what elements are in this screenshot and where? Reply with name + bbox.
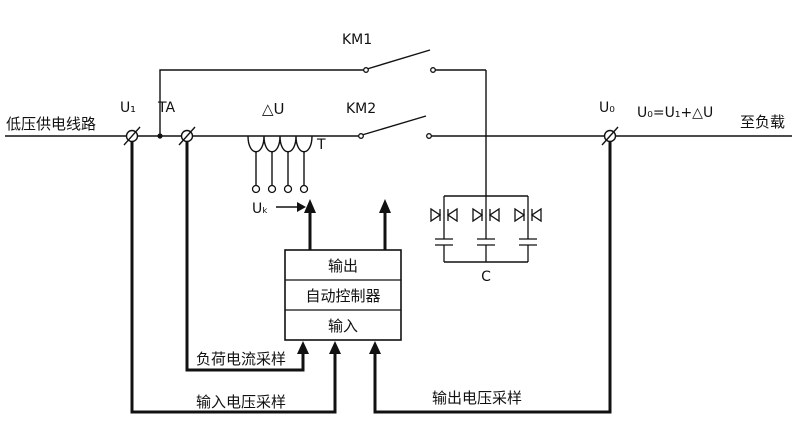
u1-label: U₁ <box>120 100 136 116</box>
capacitor-c-label: C <box>481 269 491 285</box>
u0-label: U₀ <box>599 100 615 116</box>
input-voltage-sampling-label: 输入电压采样 <box>196 393 286 411</box>
km1-label: KM1 <box>342 32 372 48</box>
controller-outline <box>284 249 402 341</box>
thyristor-branch-1 <box>430 196 458 262</box>
u0-measure-point-icon <box>601 126 619 146</box>
measurement-points <box>123 126 619 146</box>
tap-terminal <box>251 184 261 194</box>
equation-label: U₀=U₁+△U <box>637 105 713 121</box>
contacts-and-taps <box>251 67 436 194</box>
control-up-arrow-icon <box>379 199 391 213</box>
ta-label: TA <box>157 100 175 116</box>
thin-wires <box>5 49 792 263</box>
delta-u-label: △U <box>262 100 285 118</box>
ta-current-transformer-icon <box>178 126 196 146</box>
arrowheads <box>297 199 391 354</box>
thyristor-branch-2 <box>472 196 500 262</box>
uk-label: Uₖ <box>252 201 268 217</box>
controller-input-row-label: 输入 <box>328 317 358 335</box>
uk-pointer-arrow-icon <box>297 202 306 212</box>
output-voltage-sampling-wire <box>373 141 612 414</box>
thyristor-left-icon <box>514 207 526 223</box>
u1-measure-point-icon <box>123 126 141 146</box>
junction-dot <box>157 133 163 139</box>
transformer-t-label: T <box>316 137 326 153</box>
thyristor-right-icon <box>530 207 542 223</box>
load-current-sampling-wire <box>185 141 305 372</box>
current-input-arrow-icon <box>297 341 309 354</box>
thyristor-right-icon <box>488 207 500 223</box>
input-voltage-sampling-wire <box>130 141 337 414</box>
bypass-branch-wire <box>159 69 365 136</box>
to-load-label: 至负载 <box>740 113 785 131</box>
km1-switch-blade <box>366 49 431 70</box>
thick-wires <box>130 141 612 414</box>
controller-output-row-label: 输出 <box>328 257 358 275</box>
supply-line-label: 低压供电线路 <box>6 115 96 133</box>
thyristor-right-icon <box>446 207 458 223</box>
km1-contact <box>363 67 369 73</box>
tap-terminal <box>299 184 309 194</box>
controller-box: 输出 自动控制器 输入 <box>284 249 402 341</box>
output-voltage-sampling-label: 输出电压采样 <box>432 389 522 407</box>
km2-label: KM2 <box>346 101 376 117</box>
thyristor-left-icon <box>472 207 484 223</box>
controller-name-label: 自动控制器 <box>305 287 380 305</box>
tap-terminal <box>283 184 293 194</box>
thyristor-left-icon <box>430 207 442 223</box>
km2-contact <box>358 133 364 139</box>
uk-up-arrow-icon <box>304 199 316 213</box>
output-voltage-arrow-icon <box>369 341 381 354</box>
km2-switch-blade <box>361 115 427 136</box>
diagram-labels: 低压供电线路 U₁ TA △U KM2 KM1 T Uₖ U₀ U₀=U₁+△U… <box>6 32 785 411</box>
tap-terminal <box>267 184 277 194</box>
km1-contact <box>430 67 436 73</box>
thyristor-branch-3 <box>514 196 542 262</box>
km2-contact <box>426 133 432 139</box>
series-transformer-coil <box>247 135 313 153</box>
load-current-sampling-label: 负荷电流采样 <box>196 350 286 368</box>
input-voltage-arrow-icon <box>329 341 341 354</box>
